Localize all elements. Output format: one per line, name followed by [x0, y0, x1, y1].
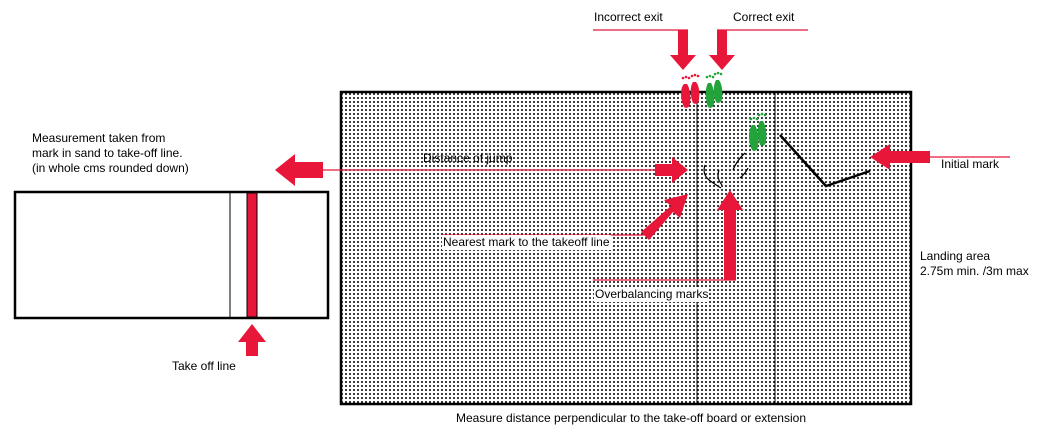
- takeoff-board: [13, 190, 330, 320]
- measurement-note-line3: (in whole cms rounded down): [32, 161, 189, 175]
- measurement-arrow: [275, 154, 323, 186]
- landing-area-dimensions: 2.75m min. /3m max: [920, 264, 1029, 278]
- landing-pit: [339, 90, 913, 406]
- overbalancing-marks-label: Overbalancing marks: [594, 287, 710, 302]
- footer-note: Measure distance perpendicular to the ta…: [456, 411, 806, 425]
- incorrect-exit-arrow: [670, 30, 696, 70]
- sand-mark-1: [703, 164, 722, 189]
- measurement-note-line1: Measurement taken from: [32, 131, 166, 145]
- correct-exit-arrow: [709, 30, 735, 70]
- initial-mark-trace: [779, 134, 871, 188]
- sand-mark-3: [732, 152, 746, 171]
- nearest-mark-arrow: [641, 194, 688, 240]
- incorrect-exit-label: Incorrect exit: [594, 10, 663, 24]
- sand-mark-4: [739, 167, 749, 179]
- red-footprints-icon: [681, 73, 700, 108]
- initial-mark-label: Initial mark: [941, 157, 1000, 171]
- distance-of-jump-label: Distance of jump: [423, 151, 513, 165]
- correct-exit-label: Correct exit: [733, 10, 795, 24]
- measurement-note-line2: mark in sand to take-off line.: [32, 146, 183, 160]
- landing-area-label: Landing area: [920, 249, 991, 263]
- overbalancing-arrow: [717, 190, 743, 280]
- initial-mark-arrow: [870, 144, 930, 170]
- take-off-line-strip: [246, 192, 258, 318]
- runway-outline: [13, 190, 330, 320]
- green-footprints-icon: [705, 71, 723, 108]
- green-footprint-icon: [749, 112, 767, 151]
- nearest-mark-label: Nearest mark to the takeoff line: [442, 235, 611, 250]
- distance-arrow-head: [655, 157, 688, 183]
- sand-mark-2: [717, 169, 723, 186]
- sand-area: [339, 90, 913, 406]
- take-off-line-label: Take off line: [172, 359, 236, 373]
- take-off-line-arrow: [238, 324, 266, 356]
